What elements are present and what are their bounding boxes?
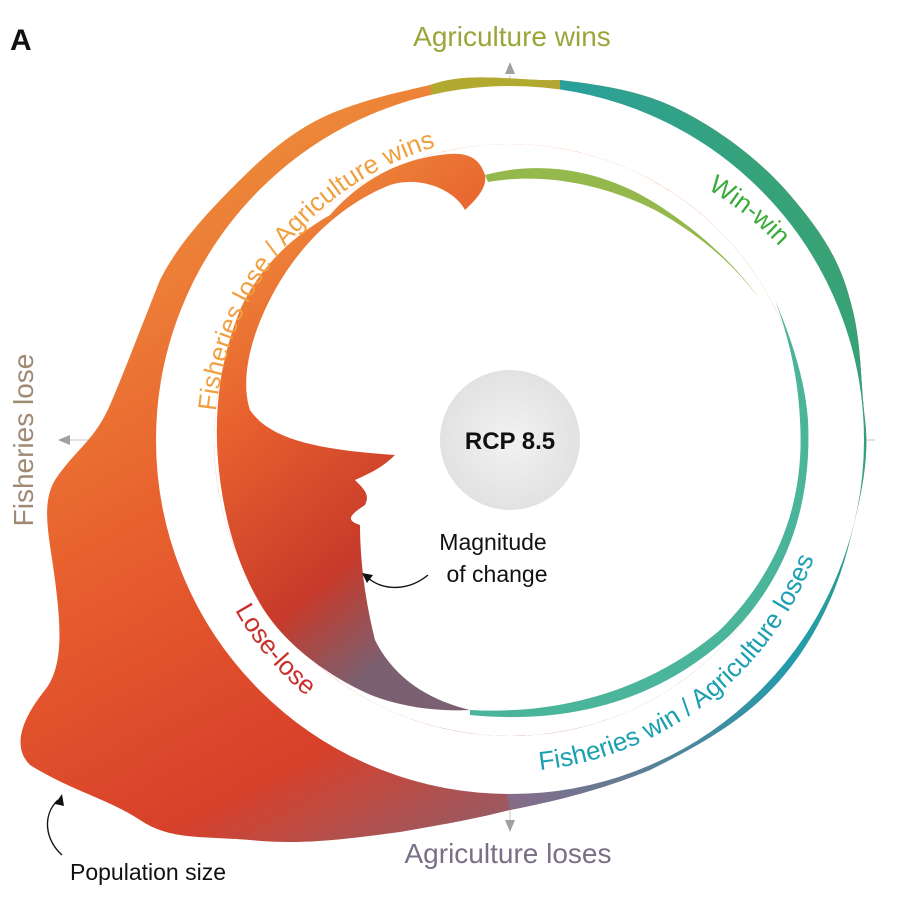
inner-magnitude-shape	[216, 153, 486, 711]
magnitude-arrow	[367, 574, 429, 589]
arrow-up-icon	[505, 62, 515, 74]
population-label: Population size	[70, 859, 226, 885]
center-label: RCP 8.5	[465, 428, 555, 455]
quadrant-ring	[156, 86, 864, 794]
magnitude-arrowhead-icon	[362, 573, 373, 583]
magnitude-label-line2: of change	[446, 561, 547, 587]
arrow-left-icon	[58, 435, 70, 445]
population-arrowhead-icon	[55, 794, 64, 806]
axis-label-top: Agriculture wins	[413, 21, 611, 52]
population-arrow	[46, 799, 63, 856]
arrow-down-icon	[505, 820, 515, 832]
panel-label: A	[10, 24, 32, 57]
magnitude-label-line1: Magnitude	[439, 529, 546, 555]
center-circle	[440, 370, 580, 510]
inner-top-band	[485, 168, 760, 300]
axis-label-left: Fisheries lose	[8, 354, 39, 527]
axis-label-bottom: Agriculture loses	[405, 838, 612, 869]
